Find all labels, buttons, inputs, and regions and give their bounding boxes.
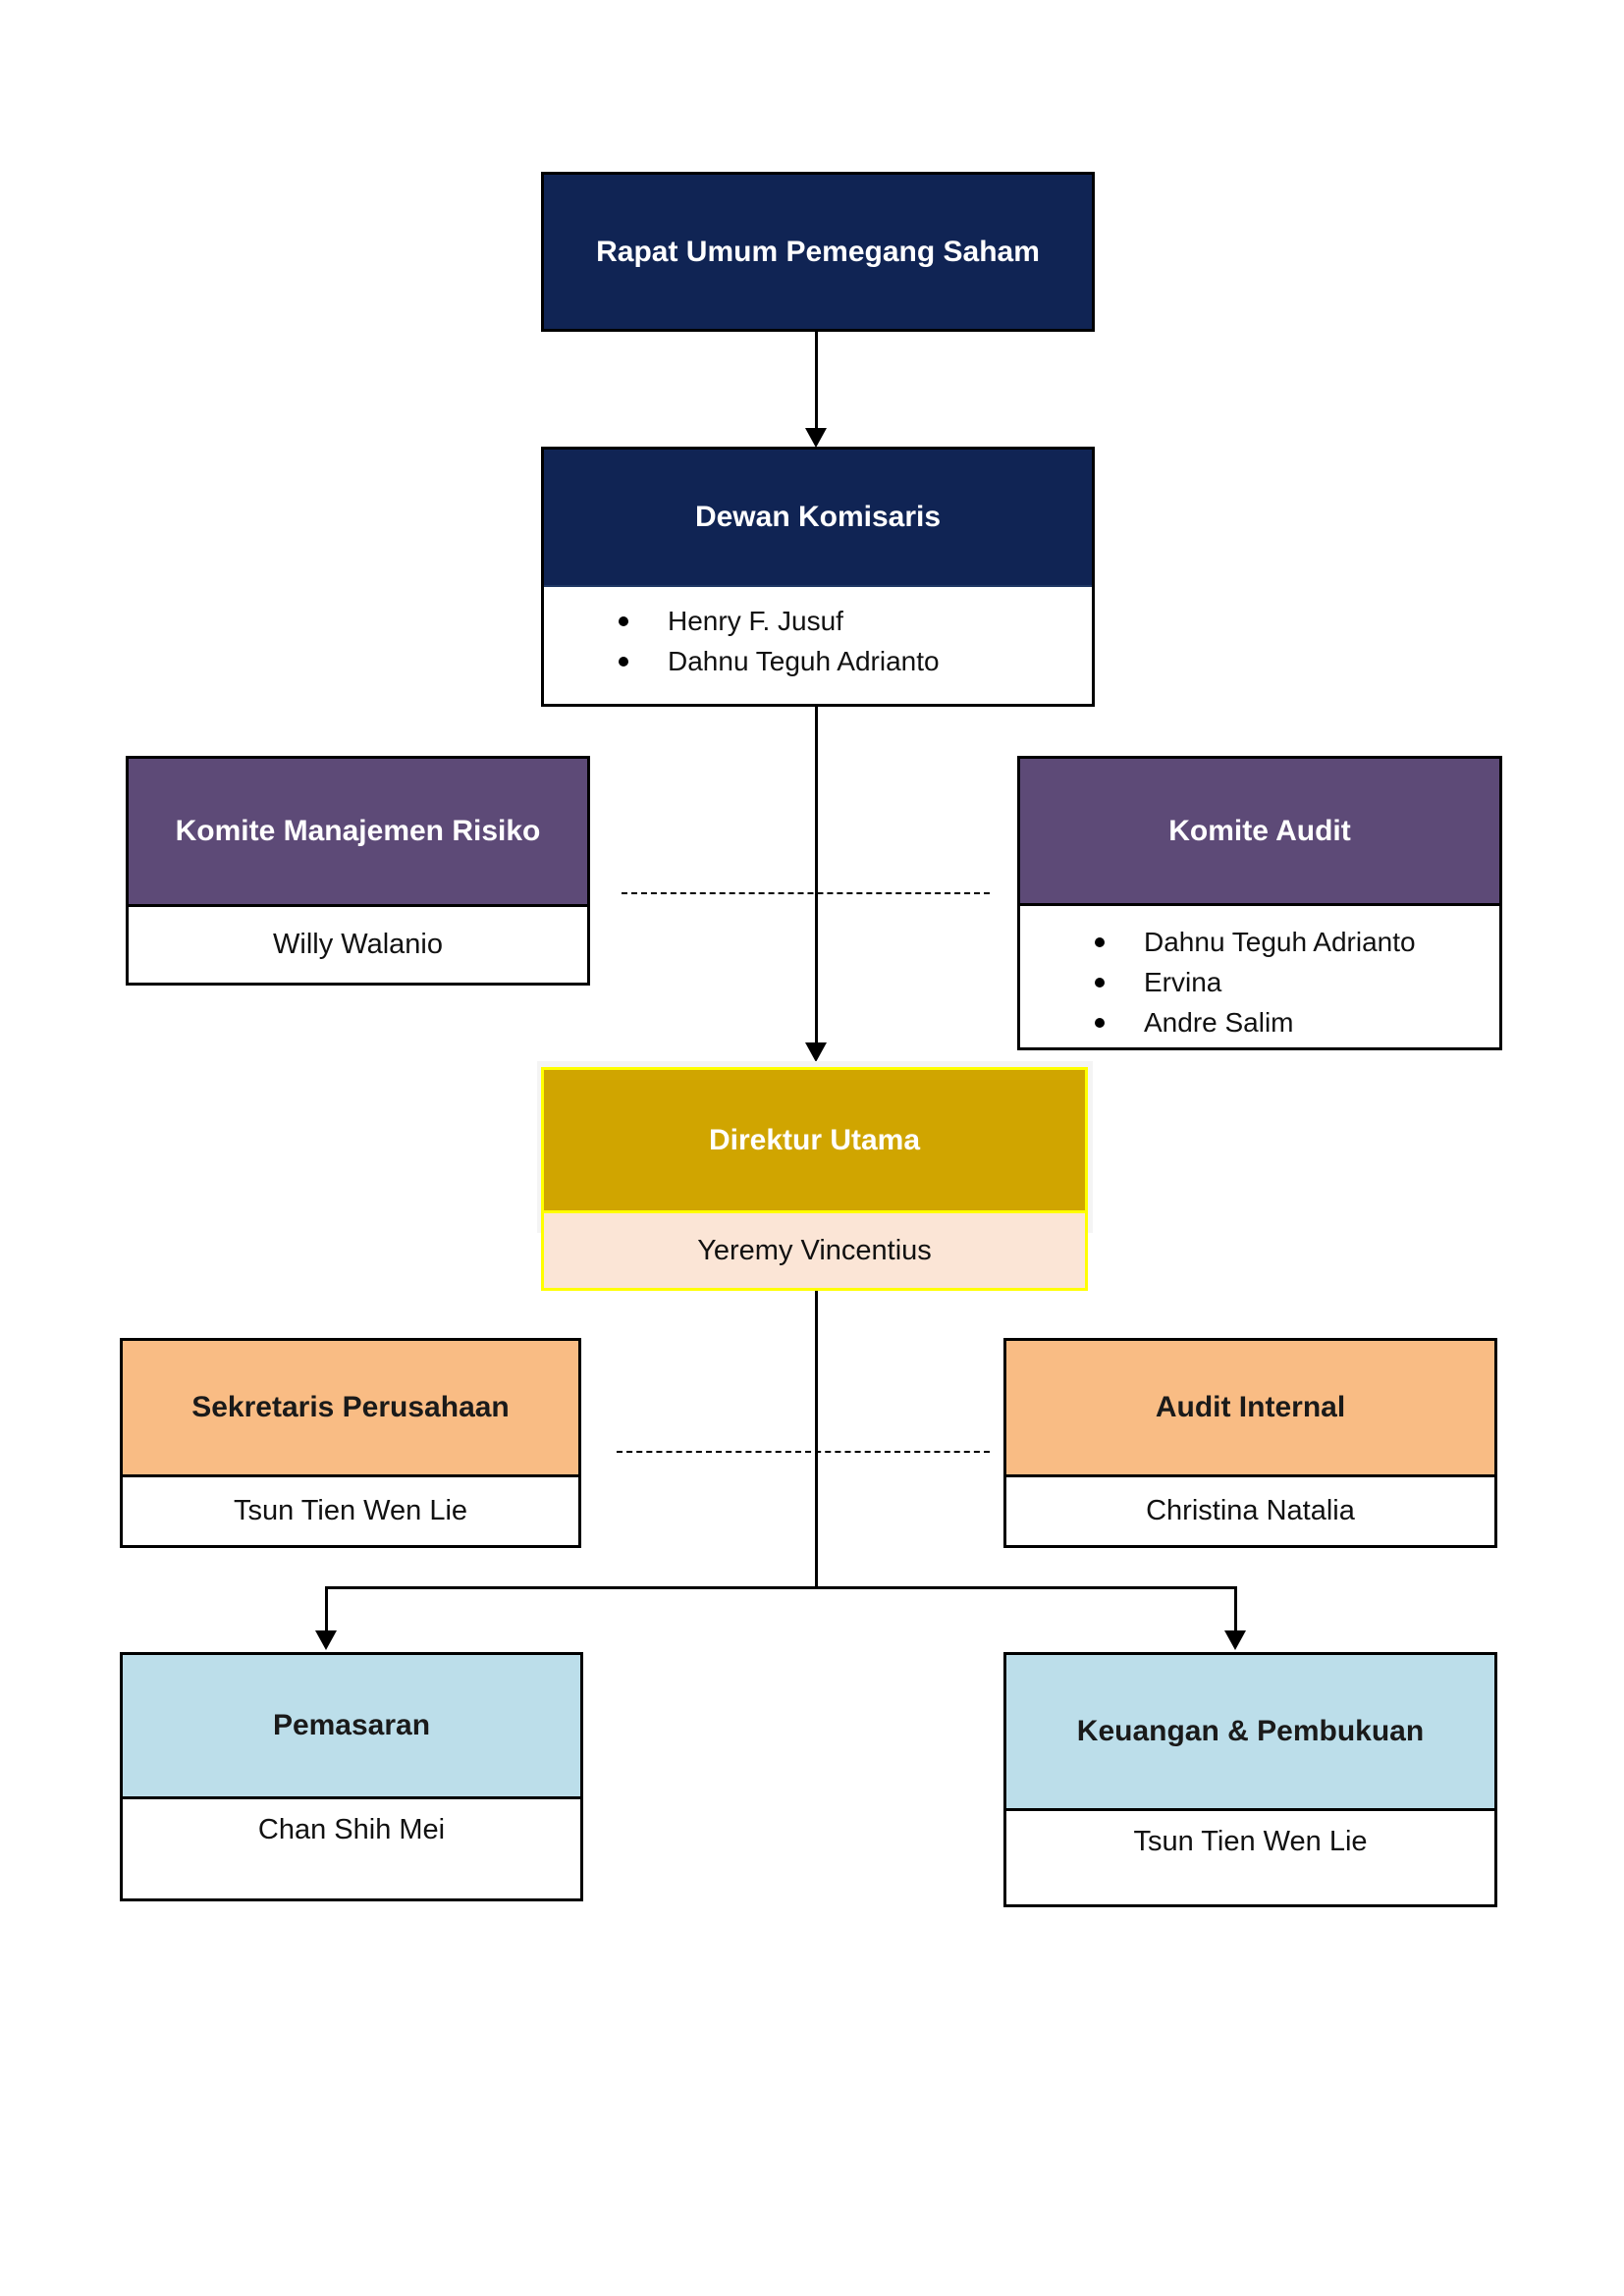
pemasaran-member: Chan Shih Mei	[123, 1799, 580, 1898]
member-item: Andre Salim	[1095, 1002, 1493, 1042]
node-rapat-umum-pemegang-saham[interactable]: Rapat Umum Pemegang Saham	[541, 172, 1095, 332]
connector-dewan-to-direktur-line	[815, 707, 818, 1045]
komite-manajemen-risiko-member: Willy Walanio	[129, 907, 587, 983]
branch-horizontal-line	[325, 1586, 1237, 1589]
member-item: Henry F. Jusuf	[619, 601, 1086, 641]
komite-manajemen-risiko-title: Komite Manajemen Risiko	[129, 759, 587, 907]
komite-audit-title: Komite Audit	[1020, 759, 1499, 906]
audit-internal-title: Audit Internal	[1006, 1341, 1494, 1477]
connector-branch-to-pemasaran-arrowhead	[315, 1630, 337, 1650]
connector-rups-to-dewan-arrowhead	[805, 428, 827, 448]
node-direktur-utama[interactable]: Direktur Utama Yeremy Vincentius	[541, 1067, 1088, 1291]
connector-direktur-to-branch-line	[815, 1291, 818, 1589]
connector-branch-to-pemasaran-line	[325, 1586, 328, 1632]
node-pemasaran[interactable]: Pemasaran Chan Shih Mei	[120, 1652, 583, 1901]
rapat-umum-title: Rapat Umum Pemegang Saham	[544, 175, 1092, 329]
dotted-connector-komite	[622, 892, 990, 894]
direktur-utama-title: Direktur Utama	[544, 1070, 1085, 1213]
komite-audit-members: Dahnu Teguh Adrianto Ervina Andre Salim	[1020, 906, 1499, 1047]
dotted-connector-sekretaris-audit	[617, 1451, 990, 1453]
dewan-komisaris-members: Henry F. Jusuf Dahnu Teguh Adrianto	[544, 587, 1092, 704]
member-item: Dahnu Teguh Adrianto	[619, 641, 1086, 681]
node-keuangan-pembukuan[interactable]: Keuangan & Pembukuan Tsun Tien Wen Lie	[1003, 1652, 1497, 1907]
node-komite-manajemen-risiko[interactable]: Komite Manajemen Risiko Willy Walanio	[126, 756, 590, 986]
connector-rups-to-dewan-line	[815, 332, 818, 430]
node-komite-audit[interactable]: Komite Audit Dahnu Teguh Adrianto Ervina…	[1017, 756, 1502, 1050]
connector-dewan-to-direktur-arrowhead	[805, 1042, 827, 1062]
audit-internal-member: Christina Natalia	[1006, 1477, 1494, 1545]
keuangan-pembukuan-title: Keuangan & Pembukuan	[1006, 1655, 1494, 1811]
sekretaris-perusahaan-title: Sekretaris Perusahaan	[123, 1341, 578, 1477]
sekretaris-perusahaan-member: Tsun Tien Wen Lie	[123, 1477, 578, 1545]
member-item: Ervina	[1095, 962, 1493, 1002]
connector-branch-to-keuangan-line	[1234, 1586, 1237, 1632]
pemasaran-title: Pemasaran	[123, 1655, 580, 1799]
keuangan-pembukuan-member: Tsun Tien Wen Lie	[1006, 1811, 1494, 1904]
dewan-komisaris-title: Dewan Komisaris	[544, 450, 1092, 587]
node-audit-internal[interactable]: Audit Internal Christina Natalia	[1003, 1338, 1497, 1548]
node-dewan-komisaris[interactable]: Dewan Komisaris Henry F. Jusuf Dahnu Teg…	[541, 447, 1095, 707]
node-sekretaris-perusahaan[interactable]: Sekretaris Perusahaan Tsun Tien Wen Lie	[120, 1338, 581, 1548]
connector-branch-to-keuangan-arrowhead	[1224, 1630, 1246, 1650]
direktur-utama-member: Yeremy Vincentius	[544, 1213, 1085, 1288]
member-item: Dahnu Teguh Adrianto	[1095, 922, 1493, 962]
